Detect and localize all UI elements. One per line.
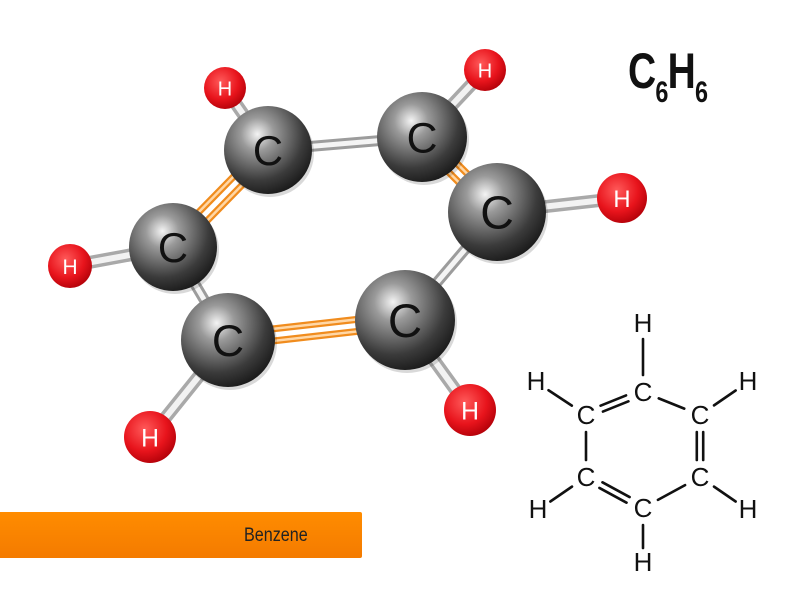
carbon-symbol: C <box>407 114 438 162</box>
structural-c-h-bond <box>549 485 574 503</box>
hydrogen-symbol: H <box>613 186 630 213</box>
structural-hydrogen-symbol: H <box>739 494 758 524</box>
carbon-symbol: C <box>158 224 188 271</box>
hydrogen-atom: H <box>597 173 647 223</box>
hydrogen-symbol: H <box>62 256 77 279</box>
carbon-symbol: C <box>388 295 422 348</box>
hydrogen-symbol: H <box>461 398 479 425</box>
structural-hydrogen-symbol: H <box>529 494 548 524</box>
structural-carbon-symbol: C <box>691 400 710 430</box>
carbon-symbol: C <box>212 317 244 366</box>
structural-c-h-bond <box>712 389 737 407</box>
hydrogen-atom: H <box>464 49 506 91</box>
hydrogen-symbol: H <box>141 425 159 452</box>
structural-hydrogen-symbol: H <box>739 366 758 396</box>
formula-element-hydrogen: H <box>667 43 696 99</box>
structural-hydrogen-symbol: H <box>527 366 546 396</box>
carbon-atom: C <box>355 270 457 373</box>
structural-double-bond <box>599 394 628 407</box>
structural-c-h-bond <box>547 388 574 407</box>
structural-carbon-symbol: C <box>634 493 653 523</box>
hydrogen-atom: H <box>48 244 92 288</box>
carbon-atom: C <box>129 203 219 294</box>
structural-hydrogen-symbol: H <box>634 308 653 338</box>
carbon-atom: C <box>448 163 548 264</box>
molecule-name-label: Benzene <box>244 525 308 546</box>
hydrogen-atom: H <box>124 411 176 463</box>
structural-double-bond <box>601 481 631 499</box>
structural-hydrogen-symbol: H <box>634 547 653 577</box>
formula-count-carbon: 6 <box>655 76 668 109</box>
structural-c-h-bond <box>712 485 737 503</box>
formula-element-carbon: C <box>628 43 656 99</box>
hydrogen-atom: H <box>444 384 496 436</box>
structural-carbon-symbol: C <box>691 462 710 492</box>
structural-carbon-symbol: C <box>577 462 596 492</box>
hydrogen-symbol: H <box>218 79 232 101</box>
carbon-atom: C <box>181 293 277 390</box>
hydrogen-atom: H <box>204 67 246 109</box>
carbon-atom: C <box>224 106 314 197</box>
molecule-name-banner: Benzene <box>0 512 362 558</box>
molecular-formula: C6H6 <box>628 43 708 109</box>
carbon-symbol: C <box>253 127 283 174</box>
structural-carbon-symbol: C <box>634 377 653 407</box>
structural-single-bond <box>656 483 687 502</box>
carbon-symbol: C <box>480 187 514 239</box>
structural-carbon-symbol: C <box>577 400 596 430</box>
structural-double-bond <box>601 400 630 413</box>
structural-single-bond <box>657 397 686 410</box>
carbon-atom: C <box>377 92 469 185</box>
hydrogen-symbol: H <box>478 61 492 83</box>
formula-count-hydrogen: 6 <box>695 76 708 109</box>
structural-double-bond <box>598 486 628 504</box>
